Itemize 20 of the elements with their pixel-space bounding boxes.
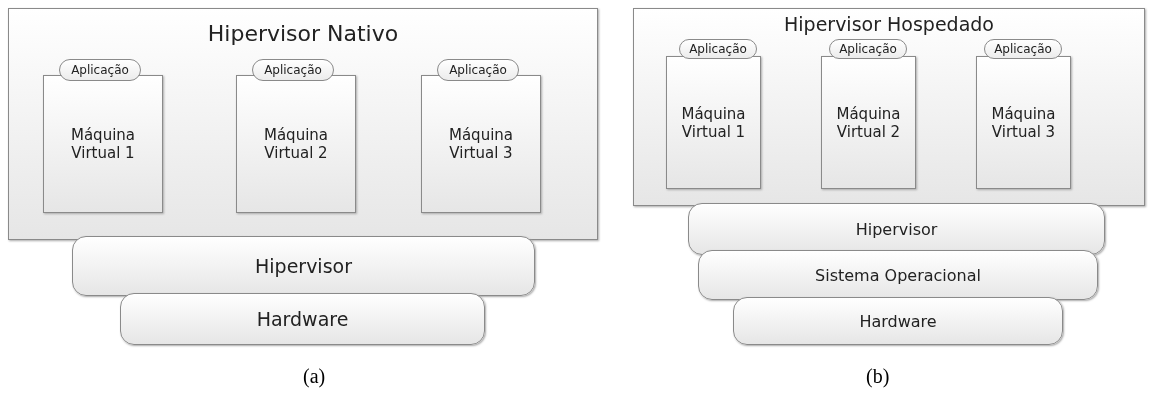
layer-band: Hipervisor bbox=[688, 203, 1105, 255]
virtual-machine-box: Máquina Virtual 2 bbox=[821, 56, 916, 189]
virtual-machine-box: Máquina Virtual 1 bbox=[666, 56, 761, 189]
virtual-machine-box: Máquina Virtual 3 bbox=[976, 56, 1071, 189]
panel bbox=[633, 8, 1145, 206]
layer-band: Hardware bbox=[733, 297, 1063, 345]
application-tag: Aplicação bbox=[59, 59, 141, 81]
application-tag: Aplicação bbox=[984, 39, 1062, 59]
application-tag: Aplicação bbox=[252, 59, 334, 81]
application-tag: Aplicação bbox=[437, 59, 519, 81]
subfigure-label: (b) bbox=[866, 365, 890, 388]
application-tag: Aplicação bbox=[829, 39, 907, 59]
panel-title: Hipervisor Hospedado bbox=[783, 13, 995, 35]
application-tag: Aplicação bbox=[679, 39, 757, 59]
layer-band: Hardware bbox=[120, 293, 485, 345]
panel-title: Hipervisor Nativo bbox=[206, 21, 400, 46]
layer-band: Sistema Operacional bbox=[698, 250, 1098, 300]
subfigure-label: (a) bbox=[303, 365, 326, 388]
panel bbox=[8, 8, 598, 240]
layer-band: Hipervisor bbox=[72, 236, 535, 296]
